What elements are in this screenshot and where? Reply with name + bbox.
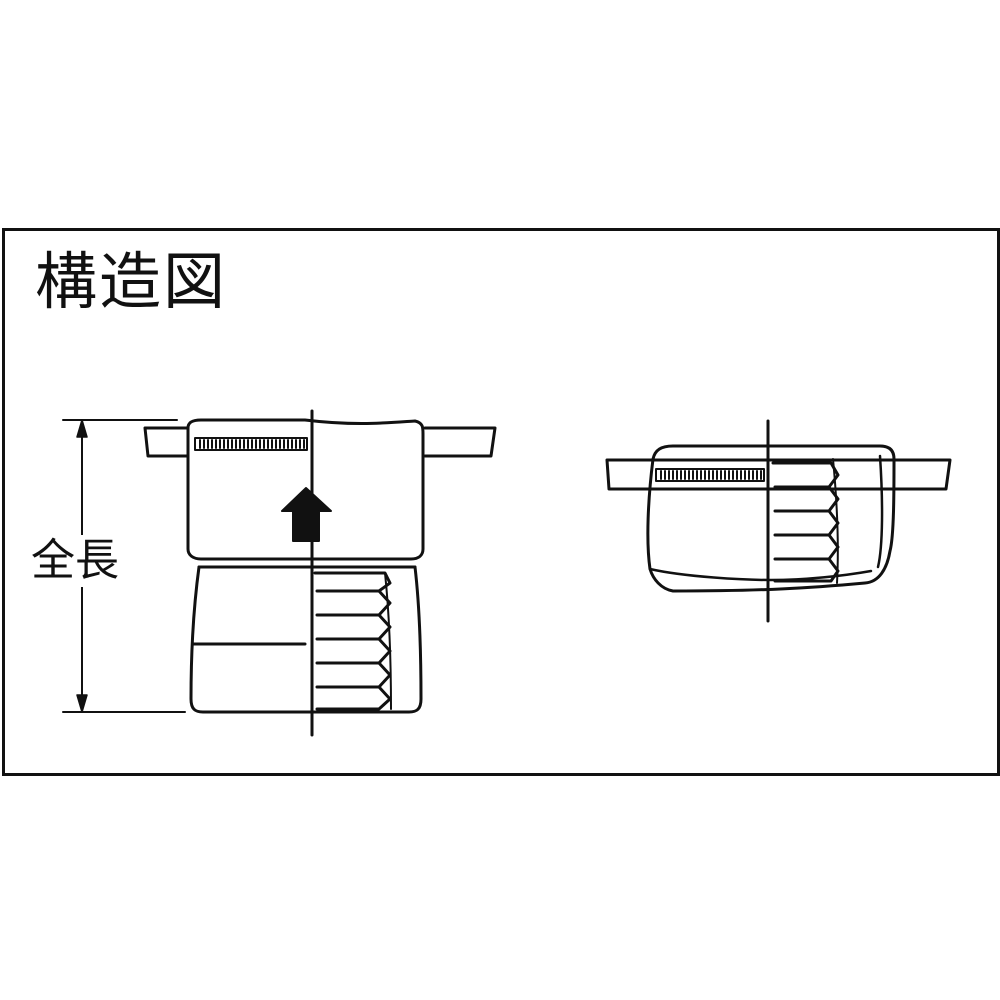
dimension-arrow-top-icon [76, 419, 88, 438]
knurl-marks [199, 439, 305, 449]
panel-plate-right [423, 426, 497, 458]
nut-flange [186, 418, 425, 561]
thread-root-line-right [832, 458, 839, 584]
nut-after-crimp [605, 419, 952, 623]
inner-wall [876, 454, 884, 569]
internal-thread-right [771, 461, 840, 583]
nut-before-crimp [62, 409, 497, 737]
structure-drawing [62, 409, 952, 737]
pull-arrow-icon [281, 487, 332, 542]
dimension-arrow-bottom-icon [76, 694, 88, 713]
diagram-title: 構造図 [35, 245, 228, 318]
knurl-marks-right [660, 470, 762, 480]
knurl-band-right [655, 468, 765, 482]
internal-thread [313, 571, 392, 711]
crimp-bulge-line [648, 567, 873, 582]
crimped-body [646, 444, 896, 593]
thread-root-line [384, 572, 392, 710]
nut-body [189, 565, 423, 714]
knurl-band [194, 437, 308, 451]
overall-length-label: 全長 [31, 535, 119, 587]
panel-plate-left [143, 426, 190, 458]
diagram-frame: 構造図 全長 [2, 228, 1000, 776]
panel-plate-right-view [605, 458, 952, 491]
